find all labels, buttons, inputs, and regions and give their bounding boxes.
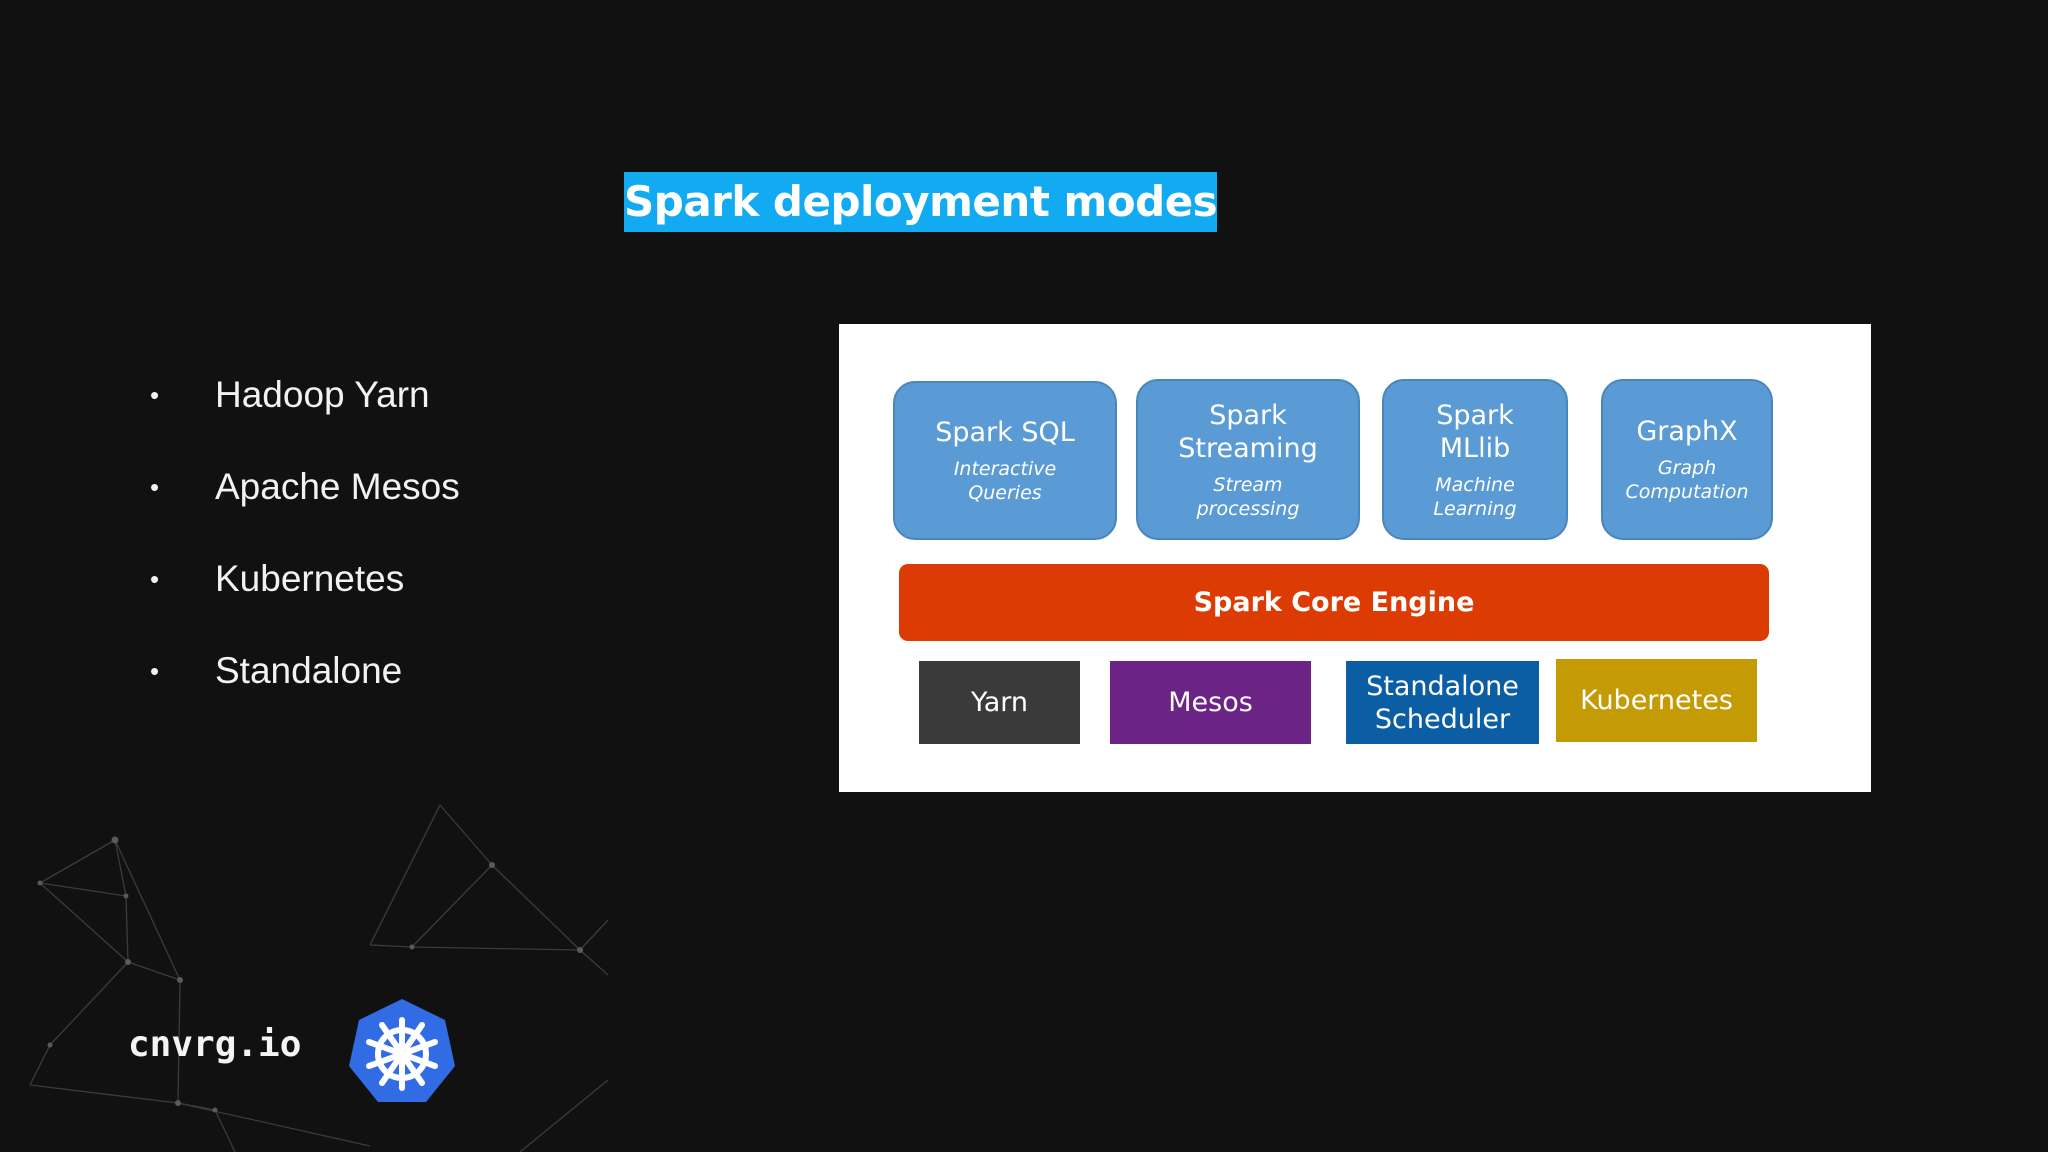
bullet-dot: •	[150, 380, 160, 410]
cluster-manager-kubernetes: Kubernetes	[1556, 659, 1757, 742]
library-box-spark-mllib: Spark MLlib Machine Learning	[1382, 379, 1568, 540]
kubernetes-icon	[349, 999, 455, 1102]
library-name: Spark MLlib	[1436, 399, 1514, 464]
library-description: Interactive Queries	[953, 458, 1057, 504]
library-name: GraphX	[1636, 416, 1738, 447]
bullet-text: Standalone	[215, 650, 403, 691]
cluster-manager-mesos: Mesos	[1110, 661, 1311, 744]
spark-architecture-diagram: Spark SQL Interactive Queries Spark Stre…	[839, 324, 1871, 792]
library-name: Spark SQL	[935, 417, 1075, 448]
network-background	[29, 804, 609, 1152]
library-description: Graph Computation	[1625, 457, 1749, 503]
cluster-manager-standalone-scheduler: Standalone Scheduler	[1346, 661, 1539, 744]
library-name: Spark Streaming	[1178, 399, 1318, 464]
library-box-graphx: GraphX Graph Computation	[1601, 379, 1773, 540]
bullet-text: Kubernetes	[215, 558, 405, 599]
spark-core-engine-bar: Spark Core Engine	[899, 564, 1769, 641]
slide-title: Spark deployment modes	[624, 172, 1218, 232]
cnvrg-logo: cnvrg.io	[128, 1024, 302, 1065]
library-box-spark-streaming: Spark Streaming Stream processing	[1136, 379, 1360, 540]
bullet-text: Apache Mesos	[215, 466, 460, 507]
bullet-text: Hadoop Yarn	[215, 374, 430, 415]
bullet-dot: •	[150, 656, 160, 686]
cluster-manager-yarn: Yarn	[919, 661, 1080, 744]
library-description: Machine Learning	[1433, 473, 1517, 520]
library-box-spark-sql: Spark SQL Interactive Queries	[893, 381, 1117, 540]
bullet-dot: •	[150, 472, 160, 502]
library-description: Stream processing	[1196, 473, 1300, 520]
bullet-dot: •	[150, 564, 160, 594]
